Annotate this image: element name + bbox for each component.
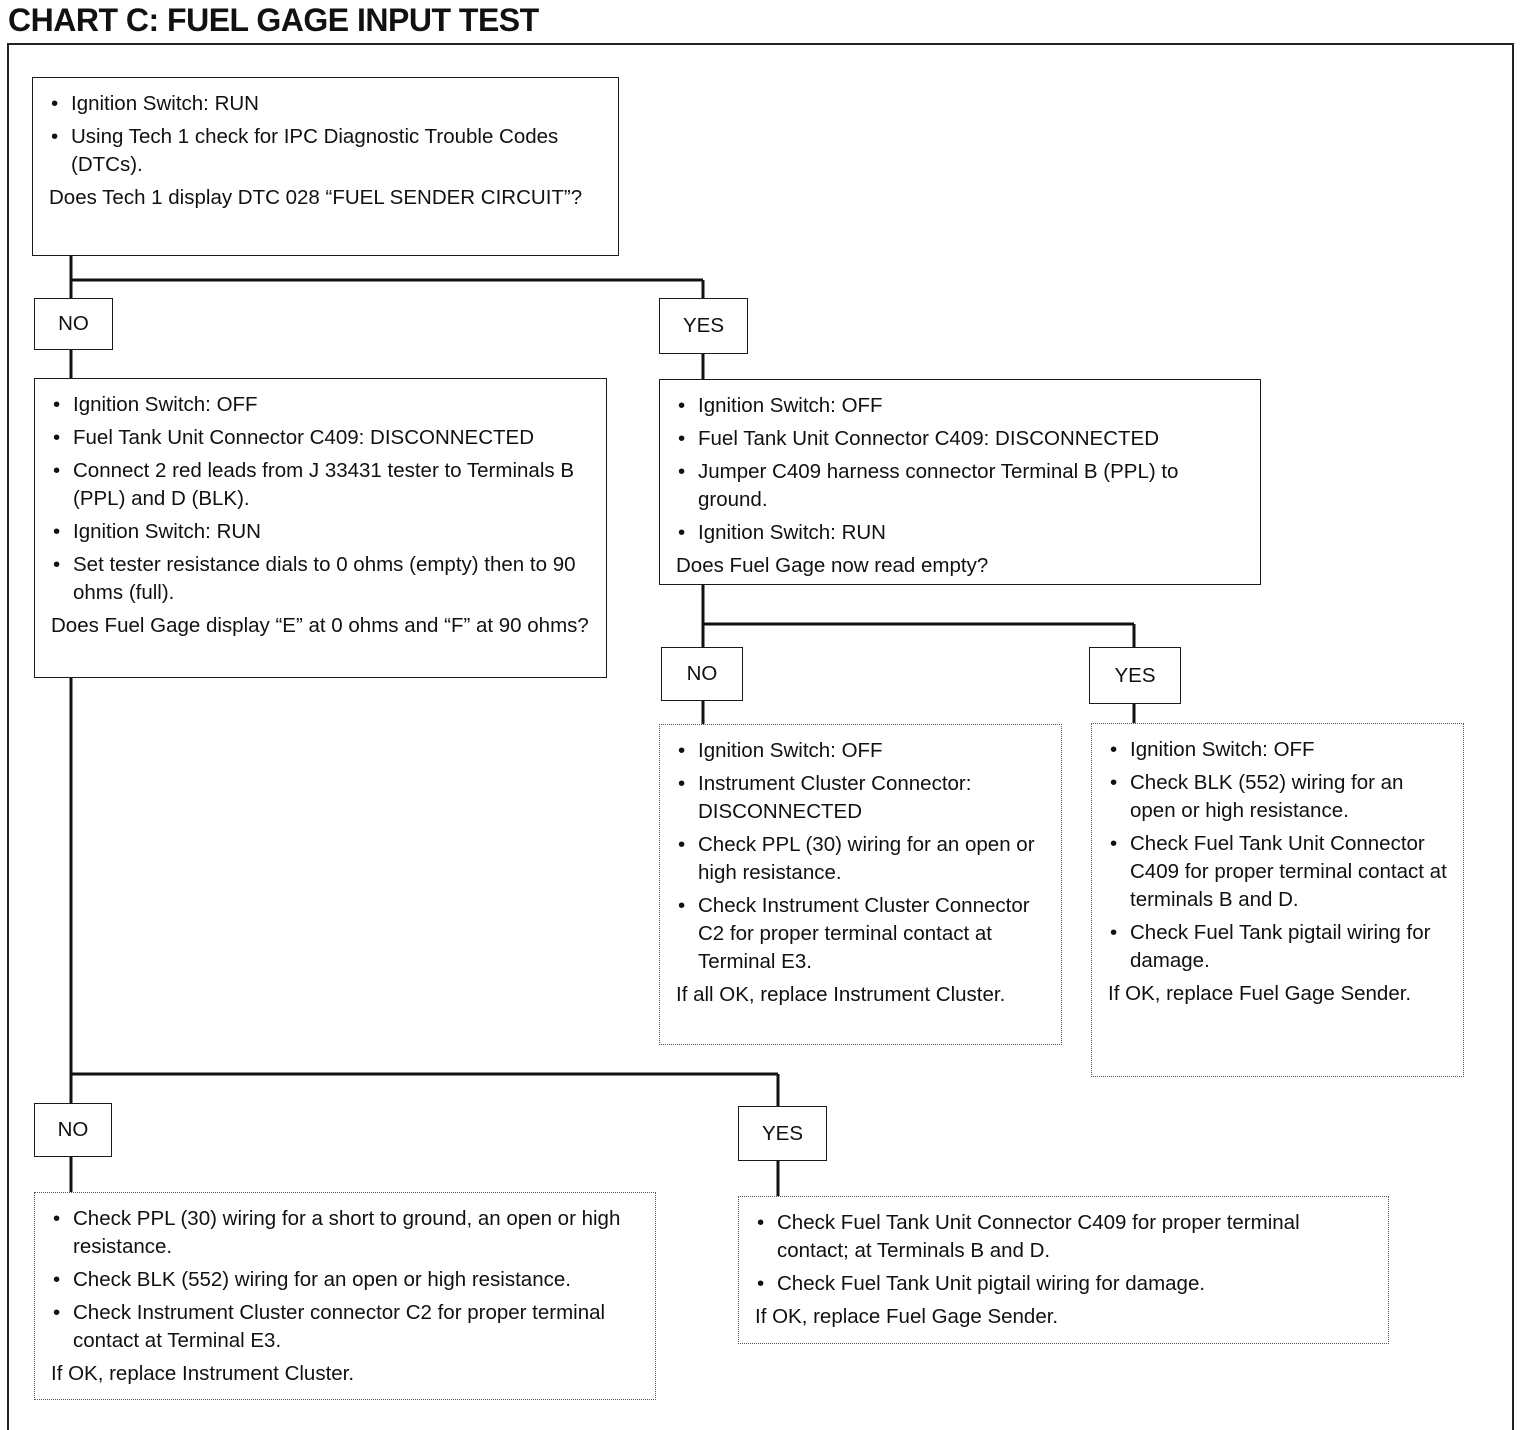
result-text: If OK, replace Fuel Gage Sender.: [1108, 982, 1412, 1005]
tester-no-result-box: Check PPL (30) wiring for a short to gro…: [34, 1192, 656, 1400]
step-item: Ignition Switch: OFF: [676, 392, 1246, 420]
step-item: Fuel Tank Unit Connector C409: DISCONNEC…: [676, 425, 1246, 453]
step-item: Fuel Tank Unit Connector C409: DISCONNEC…: [51, 424, 592, 452]
step-item: Check PPL (30) wiring for an open or hig…: [676, 831, 1047, 887]
step-item: Ignition Switch: OFF: [676, 737, 1047, 765]
step-item: Ignition Switch: OFF: [1108, 736, 1449, 764]
step-item: Check Instrument Cluster connector C2 fo…: [51, 1299, 641, 1355]
yes-dtc-step-box: Ignition Switch: OFF Fuel Tank Unit Conn…: [659, 379, 1261, 585]
start-step-box: Ignition Switch: RUN Using Tech 1 check …: [32, 77, 619, 256]
decision-yes-1: YES: [659, 298, 748, 354]
step-item: Check Fuel Tank Unit Connector C409 for …: [1108, 830, 1449, 914]
step-item: Check Instrument Cluster Connector C2 fo…: [676, 892, 1047, 976]
step-item: Check PPL (30) wiring for a short to gro…: [51, 1205, 641, 1261]
no-dtc-step-box: Ignition Switch: OFF Fuel Tank Unit Conn…: [34, 378, 607, 678]
decision-yes-2: YES: [1089, 647, 1181, 704]
decision-no-1: NO: [34, 298, 113, 350]
result-text: If all OK, replace Instrument Cluster.: [676, 983, 1006, 1006]
step-item: Check Fuel Tank Unit Connector C409 for …: [755, 1209, 1374, 1265]
result-text: If OK, replace Fuel Gage Sender.: [755, 1305, 1059, 1328]
decision-no-3: NO: [34, 1103, 112, 1157]
step-item: Check BLK (552) wiring for an open or hi…: [51, 1266, 641, 1294]
step-item: Check Fuel Tank Unit pigtail wiring for …: [755, 1270, 1374, 1298]
chart-title: CHART C: FUEL GAGE INPUT TEST: [8, 2, 539, 38]
step-item: Set tester resistance dials to 0 ohms (e…: [51, 551, 592, 607]
step-item: Jumper C409 harness connector Terminal B…: [676, 458, 1246, 514]
step-item: Instrument Cluster Connector: DISCONNECT…: [676, 770, 1047, 826]
step-item: Connect 2 red leads from J 33431 tester …: [51, 457, 592, 513]
jumper-yes-result-box: Ignition Switch: OFF Check BLK (552) wir…: [1091, 723, 1464, 1077]
jumper-no-result-box: Ignition Switch: OFF Instrument Cluster …: [659, 724, 1062, 1045]
decision-no-2: NO: [661, 647, 743, 701]
step-item: Ignition Switch: RUN: [49, 90, 604, 118]
question-text: Does Fuel Gage now read empty?: [676, 554, 989, 577]
question-text: Does Tech 1 display DTC 028 “FUEL SENDER…: [49, 186, 583, 209]
step-item: Check Fuel Tank pigtail wiring for damag…: [1108, 919, 1449, 975]
step-item: Check BLK (552) wiring for an open or hi…: [1108, 769, 1449, 825]
step-item: Using Tech 1 check for IPC Diagnostic Tr…: [49, 123, 604, 179]
step-item: Ignition Switch: OFF: [51, 391, 592, 419]
tester-yes-result-box: Check Fuel Tank Unit Connector C409 for …: [738, 1196, 1389, 1344]
decision-yes-3: YES: [738, 1106, 827, 1161]
question-text: Does Fuel Gage display “E” at 0 ohms and…: [51, 614, 589, 637]
step-item: Ignition Switch: RUN: [51, 518, 592, 546]
step-item: Ignition Switch: RUN: [676, 519, 1246, 547]
result-text: If OK, replace Instrument Cluster.: [51, 1362, 355, 1385]
